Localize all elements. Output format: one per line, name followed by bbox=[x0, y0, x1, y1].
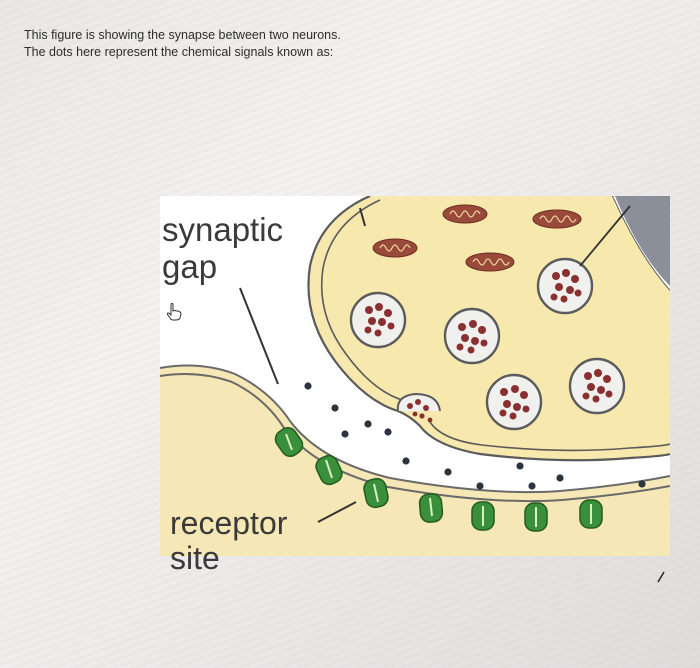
receptor-label-line2: site bbox=[170, 540, 220, 576]
released-neurotransmitters bbox=[304, 382, 646, 490]
mitochondria bbox=[372, 204, 582, 272]
question-text: This figure is showing the synapse betwe… bbox=[24, 27, 624, 61]
synaptic-gap-label-line2: gap bbox=[162, 248, 218, 285]
receptor-site-label: receptor site bbox=[170, 505, 288, 576]
vesicle-pointer bbox=[579, 205, 631, 267]
synapse-figure bbox=[160, 196, 670, 556]
presynaptic-membrane-inner bbox=[320, 199, 403, 401]
receptor-label-line1: receptor bbox=[170, 505, 288, 541]
presynaptic-membrane-outer bbox=[307, 196, 670, 462]
postsynaptic-membrane-inner bbox=[160, 373, 670, 503]
synaptic-gap-label: synaptic gap bbox=[162, 212, 283, 286]
postsynaptic-membrane-outer bbox=[160, 364, 670, 494]
synaptic-gap-label-line1: synaptic bbox=[162, 211, 284, 248]
receptor-pointer bbox=[317, 501, 357, 523]
adjacent-neuron bbox=[615, 196, 670, 286]
synaptic-gap-pointer bbox=[239, 287, 279, 385]
question-line-2: The dots here represent the chemical sig… bbox=[24, 45, 334, 59]
synaptic-vesicles bbox=[349, 257, 626, 431]
pen-mark bbox=[656, 570, 666, 583]
neurotransmitter-clusters bbox=[364, 269, 613, 420]
synapse-diagram bbox=[160, 196, 670, 556]
hand-pointer-icon bbox=[164, 302, 184, 322]
fusing-vesicle-contents bbox=[407, 399, 433, 423]
cleft-marker bbox=[359, 207, 366, 227]
question-line-1: This figure is showing the synapse betwe… bbox=[24, 28, 341, 42]
